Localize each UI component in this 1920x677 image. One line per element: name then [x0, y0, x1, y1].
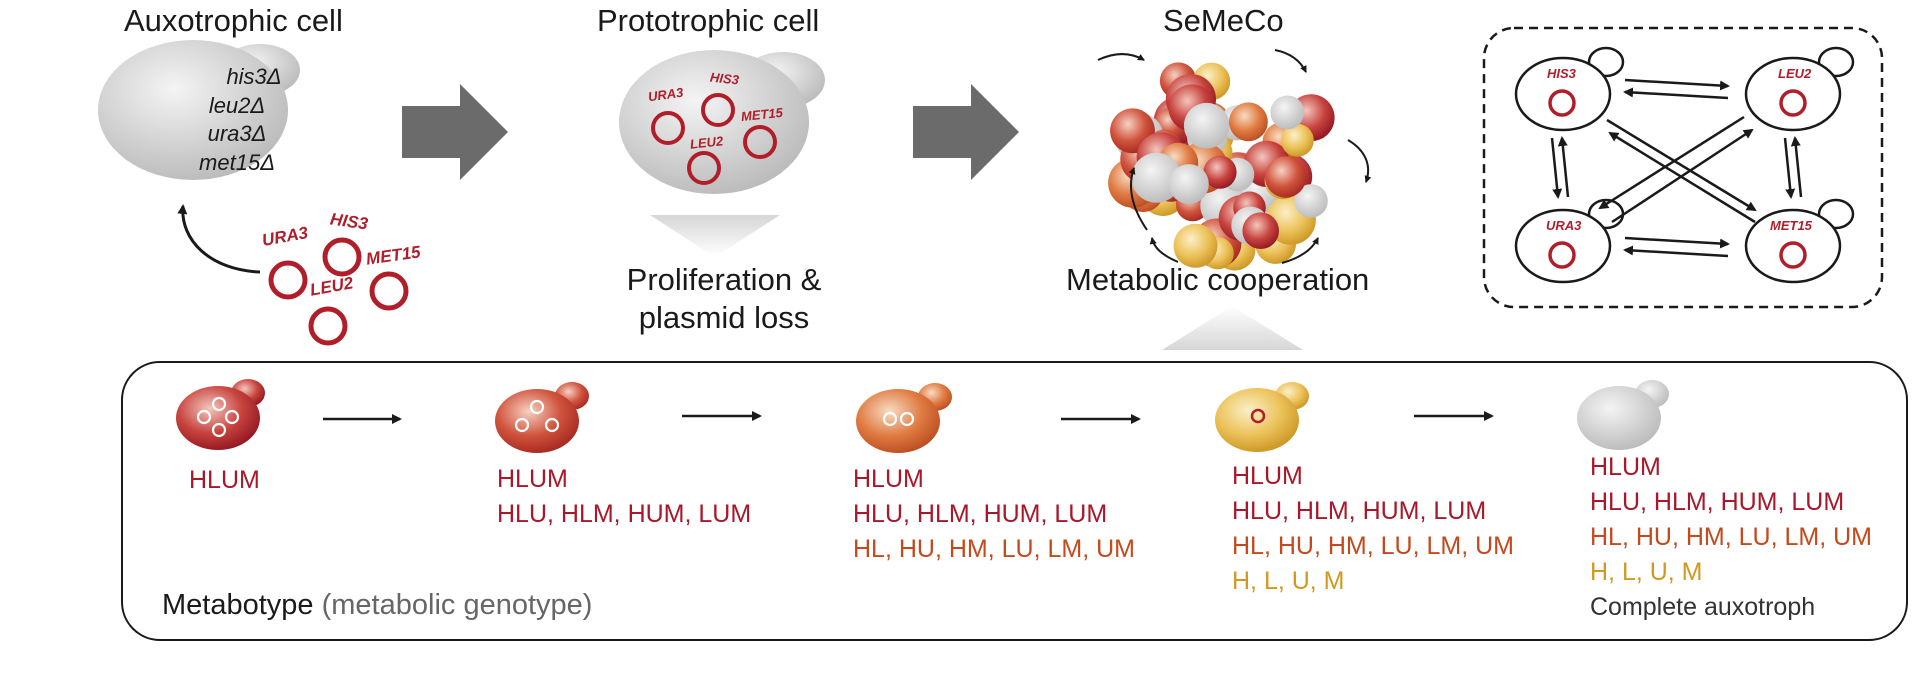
stage-1-line-1: HLUM: [189, 466, 260, 494]
proliferation-line-1: Proliferation &: [626, 262, 822, 297]
colony-cell: [1264, 156, 1307, 198]
stage-arrows: [323, 411, 1494, 424]
exchange-label-ura3: URA3: [1546, 218, 1582, 233]
process-arrow-1: [402, 84, 508, 180]
colony-cell: [1203, 155, 1237, 189]
cooperation-caption: Metabolic cooperation: [1066, 262, 1370, 297]
stage-5-line-4: H, L, U, M: [1590, 558, 1703, 586]
proliferation-caption: Proliferation & plasmid loss: [604, 262, 844, 336]
metabotype-title-main: Metabotype: [162, 589, 314, 621]
stage-cell-2: [495, 382, 589, 453]
stage-5-line-1: HLUM: [1590, 453, 1661, 481]
stage-2-line-1: HLUM: [497, 465, 568, 493]
stage-5-line-2: HLU, HLM, HUM, LUM: [1590, 488, 1845, 516]
stage-4-line-1: HLUM: [1232, 462, 1303, 490]
exchange-label-met15: MET15: [1770, 218, 1812, 233]
stage-2-line-2: HLU, HLM, HUM, LUM: [497, 500, 752, 528]
metabotype-title: Metabotype (metabolic genotype): [162, 589, 593, 622]
stage-3-line-1: HLUM: [853, 465, 924, 493]
stage-2-list: HLUM HLU, HLM, HUM, LUM: [497, 462, 751, 532]
exchange-cells: [1514, 46, 1855, 284]
stage-5-line-3: HL, HU, HM, LU, LM, UM: [1590, 523, 1872, 551]
genotype-leu2: leu2Δ: [208, 92, 266, 118]
stage-cell-5: [1577, 380, 1669, 450]
auxotrophic-cell-title: Auxotrophic cell: [124, 3, 343, 38]
colony-cell: [1131, 152, 1182, 203]
stage-1-list: HLUM: [189, 463, 260, 498]
stage-4-line-3: HL, HU, HM, LU, LM, UM: [1232, 532, 1514, 560]
genotype-met15: met15Δ: [199, 149, 275, 175]
proliferation-line-2: plasmid loss: [638, 300, 810, 336]
stage-5-line-5: Complete auxotroph: [1590, 593, 1816, 621]
colony-cell: [1281, 123, 1314, 157]
stage-4-line-2: HLU, HLM, HUM, LUM: [1232, 497, 1487, 525]
plasmid-uptake-arrow: [177, 204, 261, 274]
colony-cell: [1229, 102, 1268, 142]
semeco-title: SeMeCo: [1163, 3, 1284, 38]
exchange-arrows: [1550, 78, 1803, 258]
genotype-his3: his3Δ: [226, 64, 282, 89]
auxotrophic-cell: [98, 40, 300, 180]
prototrophic-cell-title: Prototrophic cell: [597, 3, 820, 38]
metabotype-subtitle: (metabolic genotype): [321, 589, 593, 621]
exchange-panel: [1482, 26, 1884, 309]
colony-cell: [1242, 212, 1279, 249]
exchange-label-leu2: LEU2: [1778, 66, 1812, 81]
colony-cell: [1294, 184, 1328, 218]
proto-plasmid-his3: HIS3: [709, 69, 740, 88]
process-arrow-2: [913, 84, 1019, 180]
stage-5-list: HLUM HLU, HLM, HUM, LUM HL, HU, HM, LU, …: [1590, 450, 1872, 625]
stage-cell-3: [856, 383, 952, 453]
metabotype-panel: [121, 361, 1908, 641]
plasmid-rings-free: [268, 237, 409, 346]
genotype-ura3: ura3Δ: [207, 121, 267, 147]
cone-down: [650, 215, 780, 257]
stage-3-line-2: HLU, HLM, HUM, LUM: [853, 500, 1108, 528]
colony-cell: [1183, 102, 1230, 149]
exchange-plasmids: [1548, 89, 1807, 269]
stage-3-line-3: HL, HU, HM, LU, LM, UM: [853, 535, 1135, 563]
cone-up: [1162, 306, 1303, 350]
stage-4-line-4: H, L, U, M: [1232, 567, 1345, 595]
stage-3-list: HLUM HLU, HLM, HUM, LUM HL, HU, HM, LU, …: [853, 462, 1135, 567]
colony-cell: [1173, 223, 1218, 268]
colony-cell: [1169, 164, 1209, 204]
stage-cell-4: [1215, 382, 1309, 452]
prototrophic-cell: [619, 50, 825, 194]
stage-cell-1: [176, 379, 265, 450]
auxotrophic-genotype: his3Δ leu2Δ ura3Δ met15Δ: [182, 63, 292, 177]
colony-circulation-arrows: [1097, 49, 1372, 264]
semeco-colony: [1108, 62, 1335, 271]
stage-4-list: HLUM HLU, HLM, HUM, LUM HL, HU, HM, LU, …: [1232, 459, 1514, 599]
colony-cell: [1270, 95, 1305, 130]
exchange-label-his3: HIS3: [1547, 66, 1576, 81]
